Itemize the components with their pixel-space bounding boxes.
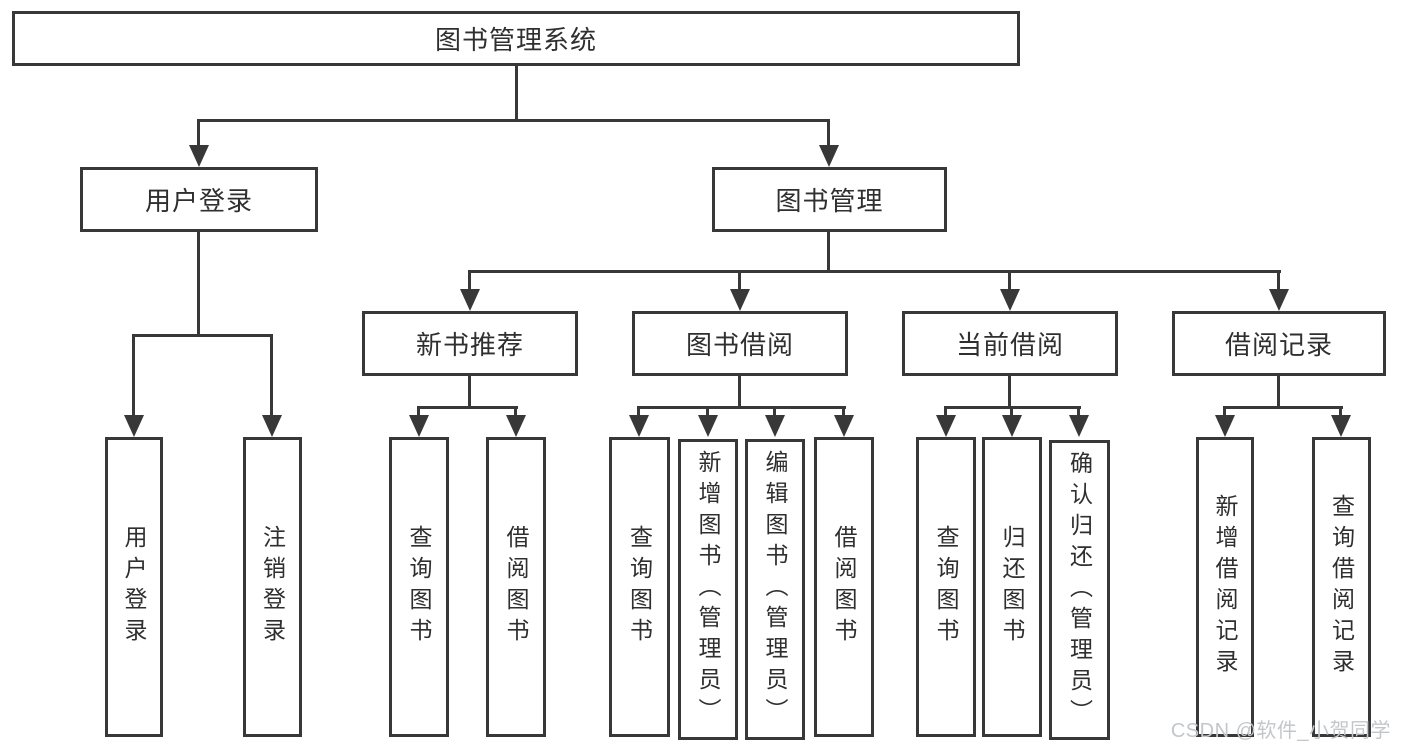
connector-mgmt-branch-stem xyxy=(827,230,830,272)
node-root: 图书管理系统 xyxy=(12,11,1020,66)
node-leaf-bb-add-book: 新增图书（管理员） xyxy=(678,439,738,740)
connector-level3-drop xyxy=(738,270,741,292)
arrow-down-icon xyxy=(765,415,785,437)
node-current-borrow-label: 当前借阅 xyxy=(955,330,1064,360)
connector-level3-drop xyxy=(1277,270,1280,292)
connector-level2-rail xyxy=(197,119,830,122)
node-leaf-nbr-query-book: 查询图书 xyxy=(389,437,449,737)
node-leaf-bb-borrow-book-label: 借阅图书 xyxy=(831,525,857,649)
arrow-down-icon xyxy=(629,415,649,437)
arrow-down-icon xyxy=(1269,289,1289,311)
node-current-borrow: 当前借阅 xyxy=(902,311,1118,376)
node-leaf-cb-query-book: 查询图书 xyxy=(916,437,976,737)
arrow-down-icon xyxy=(1215,415,1235,437)
node-leaf-cb-return-book: 归还图书 xyxy=(982,437,1042,737)
node-book-management: 图书管理 xyxy=(712,167,947,232)
node-leaf-bb-edit-book: 编辑图书（管理员） xyxy=(745,439,805,740)
connector-leaf-drop xyxy=(637,406,640,422)
node-leaf-cb-confirm-return: 确认归还（管理员） xyxy=(1049,440,1110,740)
connector-leaf-drop xyxy=(514,406,517,422)
connector-book-management-drop xyxy=(827,119,830,150)
connector-group-stem xyxy=(738,374,741,409)
connector-level3-drop xyxy=(1008,270,1011,292)
node-leaf-bb-query-book-label: 查询图书 xyxy=(626,525,653,649)
connector-level3-rail xyxy=(468,270,1281,273)
node-leaf-cb-query-book-label: 查询图书 xyxy=(933,525,959,649)
node-leaf-logout: 注销登录 xyxy=(243,437,302,737)
arrow-down-icon xyxy=(1331,415,1351,437)
arrow-down-icon xyxy=(936,415,956,437)
connector-group-rail xyxy=(417,406,518,409)
connector-leaf-drop xyxy=(1339,406,1342,422)
node-leaf-bb-query-book: 查询图书 xyxy=(609,437,670,737)
arrow-down-icon xyxy=(506,415,526,437)
node-leaf-br-add-record: 新增借阅记录 xyxy=(1196,437,1254,737)
node-book-borrow: 图书借阅 xyxy=(632,311,848,376)
node-leaf-bb-borrow-book: 借阅图书 xyxy=(814,437,874,737)
arrow-down-icon xyxy=(698,415,718,437)
node-borrow-record: 借阅记录 xyxy=(1172,311,1386,376)
connector-leaf-drop xyxy=(270,334,273,420)
node-leaf-nbr-borrow-book-label: 借阅图书 xyxy=(503,525,529,649)
arrow-down-icon xyxy=(262,415,282,437)
connector-group-rail xyxy=(1223,406,1343,409)
connector-user-branch-rail xyxy=(132,334,273,337)
arrow-down-icon xyxy=(124,415,144,437)
connector-leaf-drop xyxy=(417,406,420,422)
node-leaf-user-login-label: 用户登录 xyxy=(121,525,147,649)
node-leaf-cb-confirm-return-label: 确认归还（管理员） xyxy=(1066,450,1093,730)
connector-leaf-drop xyxy=(1223,406,1226,422)
node-book-borrow-label: 图书借阅 xyxy=(685,330,794,360)
arrow-down-icon xyxy=(1069,415,1089,437)
csdn-watermark: CSDN @软件_小贺同学 xyxy=(1170,720,1391,742)
connector-leaf-drop xyxy=(706,406,709,422)
connector-leaf-drop xyxy=(773,406,776,422)
node-borrow-record-label: 借阅记录 xyxy=(1224,330,1333,360)
node-leaf-bb-edit-book-label: 编辑图书（管理员） xyxy=(762,450,788,729)
arrow-down-icon xyxy=(409,415,429,437)
node-leaf-user-login: 用户登录 xyxy=(105,437,163,737)
connector-group-rail xyxy=(637,406,846,409)
node-leaf-br-query-record-label: 查询借阅记录 xyxy=(1328,494,1355,680)
node-leaf-br-query-record: 查询借阅记录 xyxy=(1312,437,1371,737)
connector-leaf-drop xyxy=(842,406,845,422)
arrow-down-icon xyxy=(460,289,480,311)
arrow-down-icon xyxy=(1002,415,1022,437)
connector-leaf-drop xyxy=(132,334,135,420)
node-leaf-cb-return-book-label: 归还图书 xyxy=(999,525,1025,649)
connector-leaf-drop xyxy=(1010,406,1013,422)
node-user-login: 用户登录 xyxy=(80,167,318,232)
connector-root-stem xyxy=(515,64,518,122)
arrow-down-icon xyxy=(189,145,209,167)
node-leaf-bb-add-book-label: 新增图书（管理员） xyxy=(695,450,721,729)
arrow-down-icon xyxy=(834,415,854,437)
connector-group-stem xyxy=(468,374,471,409)
connector-leaf-drop xyxy=(944,406,947,422)
connector-user-login-drop xyxy=(197,119,200,150)
connector-leaf-drop xyxy=(1077,406,1080,422)
node-new-book-recommend: 新书推荐 xyxy=(362,311,578,376)
node-leaf-br-add-record-label: 新增借阅记录 xyxy=(1212,494,1238,680)
node-leaf-nbr-borrow-book: 借阅图书 xyxy=(486,437,546,737)
node-user-login-label: 用户登录 xyxy=(144,186,253,216)
node-root-label: 图书管理系统 xyxy=(434,25,597,55)
node-new-book-recommend-label: 新书推荐 xyxy=(415,330,524,360)
connector-level3-drop xyxy=(468,270,471,292)
connector-group-stem xyxy=(1008,374,1011,409)
connector-user-branch-stem xyxy=(197,230,200,336)
arrow-down-icon xyxy=(730,289,750,311)
node-leaf-nbr-query-book-label: 查询图书 xyxy=(406,525,432,649)
arrow-down-icon xyxy=(819,145,839,167)
node-book-management-label: 图书管理 xyxy=(775,186,884,216)
node-leaf-logout-label: 注销登录 xyxy=(259,525,286,649)
arrow-down-icon xyxy=(1000,289,1020,311)
connector-group-stem xyxy=(1277,374,1280,409)
